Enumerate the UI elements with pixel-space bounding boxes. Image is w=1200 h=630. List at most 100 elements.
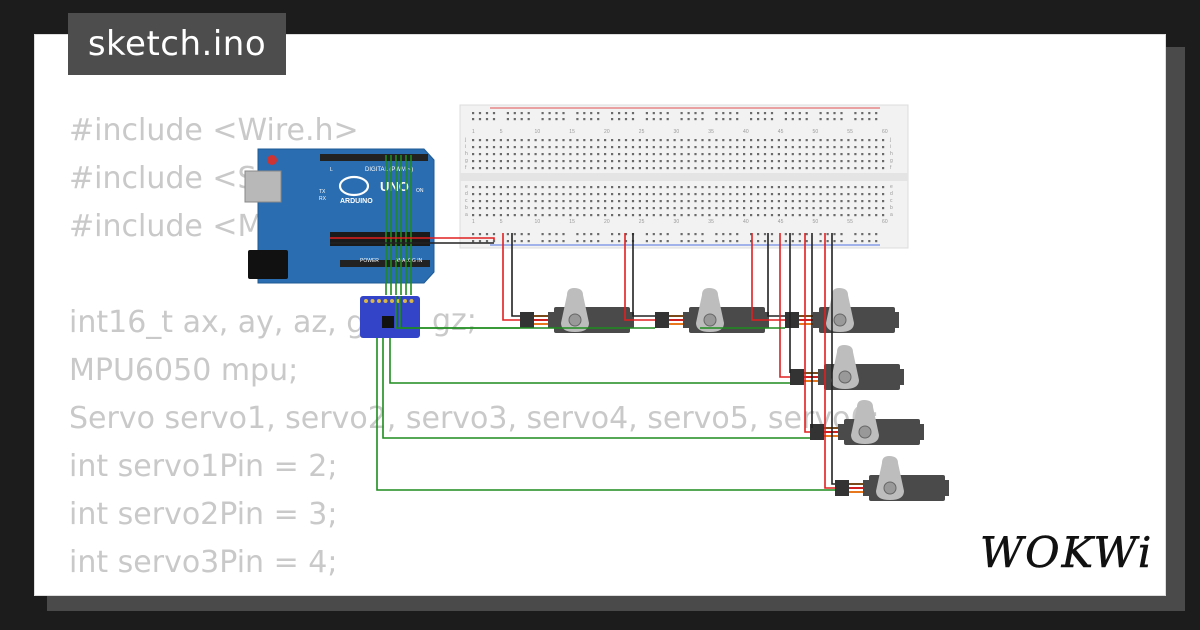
breadboard-hole bbox=[583, 193, 586, 196]
breadboard-hole bbox=[520, 160, 523, 163]
servo-motor bbox=[520, 288, 634, 333]
breadboard-hole bbox=[548, 139, 551, 142]
arduino-board bbox=[257, 148, 435, 284]
breadboard-hole bbox=[791, 146, 794, 149]
arduino-brand-label: ARDUINO bbox=[340, 198, 373, 205]
breadboard-hole bbox=[485, 153, 489, 156]
breadboard-hole bbox=[868, 214, 871, 217]
breadboard-hole bbox=[478, 193, 482, 196]
breadboard-hole bbox=[882, 160, 885, 163]
breadboard-hole bbox=[750, 160, 753, 163]
breadboard-hole bbox=[680, 146, 683, 149]
breadboard-hole bbox=[478, 240, 482, 243]
arduino-analog-label: ANALOG IN bbox=[395, 258, 423, 264]
breadboard-col-number: 1 bbox=[472, 219, 475, 225]
breadboard-hole bbox=[743, 200, 746, 203]
breadboard-hole bbox=[708, 167, 711, 170]
breadboard-hole bbox=[868, 139, 871, 142]
breadboard-hole bbox=[597, 186, 600, 189]
breadboard-hole bbox=[854, 118, 857, 121]
breadboard-col-number: 15 bbox=[569, 129, 575, 135]
breadboard-hole bbox=[611, 233, 614, 236]
breadboard-hole bbox=[715, 207, 718, 210]
breadboard-hole bbox=[687, 240, 690, 243]
breadboard-hole bbox=[527, 139, 530, 142]
breadboard-hole bbox=[659, 186, 662, 189]
breadboard-hole bbox=[506, 118, 509, 121]
wire bbox=[751, 233, 785, 321]
breadboard-hole bbox=[701, 167, 704, 170]
breadboard-hole bbox=[513, 233, 516, 236]
breadboard-hole bbox=[673, 167, 676, 170]
breadboard-hole bbox=[708, 214, 711, 217]
breadboard-hole bbox=[805, 233, 808, 236]
breadboard-hole bbox=[631, 112, 635, 115]
breadboard-hole bbox=[478, 186, 482, 189]
breadboard-hole bbox=[729, 207, 732, 210]
breadboard-hole bbox=[652, 118, 655, 121]
breadboard-col-number: 15 bbox=[569, 219, 575, 225]
breadboard-hole bbox=[576, 207, 579, 210]
breadboard-hole bbox=[666, 160, 669, 163]
breadboard-hole bbox=[583, 207, 586, 210]
breadboard-hole bbox=[485, 167, 489, 170]
breadboard-hole bbox=[701, 186, 704, 189]
breadboard-hole bbox=[604, 214, 607, 217]
breadboard-hole bbox=[770, 160, 774, 163]
code-line: int servo3Pin = 4; bbox=[69, 545, 338, 580]
breadboard-hole bbox=[631, 146, 635, 149]
filename-tab[interactable]: sketch.ino bbox=[68, 13, 286, 75]
breadboard-hole bbox=[583, 186, 586, 189]
breadboard-hole bbox=[604, 160, 607, 163]
breadboard-hole bbox=[645, 207, 648, 210]
breadboard-hole bbox=[569, 167, 572, 170]
arduino-led-label: RX bbox=[319, 196, 327, 202]
breadboard-hole bbox=[624, 118, 628, 121]
breadboard-hole bbox=[875, 146, 878, 149]
breadboard-hole bbox=[694, 160, 697, 163]
power-jack-icon bbox=[248, 250, 288, 279]
breadboard-hole bbox=[875, 193, 878, 196]
breadboard-hole bbox=[798, 153, 801, 156]
breadboard-hole bbox=[757, 240, 760, 243]
breadboard-hole bbox=[583, 200, 586, 203]
breadboard-hole bbox=[861, 233, 864, 236]
breadboard-hole bbox=[673, 200, 676, 203]
breadboard-hole bbox=[687, 186, 690, 189]
breadboard-hole bbox=[784, 153, 787, 156]
breadboard-hole bbox=[819, 207, 822, 210]
breadboard-hole bbox=[805, 160, 808, 163]
breadboard-hole bbox=[492, 167, 496, 170]
breadboard-hole bbox=[722, 186, 725, 189]
breadboard-hole bbox=[729, 146, 732, 149]
breadboard-col-number: 5 bbox=[500, 129, 503, 135]
breadboard-hole bbox=[590, 233, 593, 236]
breadboard-hole bbox=[812, 146, 815, 149]
breadboard-hole bbox=[555, 240, 558, 243]
breadboard-hole bbox=[708, 193, 711, 196]
breadboard-hole bbox=[618, 153, 621, 156]
breadboard-hole bbox=[757, 200, 760, 203]
breadboard-hole bbox=[701, 112, 704, 115]
breadboard-hole bbox=[590, 200, 593, 203]
breadboard-hole bbox=[833, 193, 836, 196]
breadboard-hole bbox=[638, 153, 641, 156]
breadboard-hole bbox=[757, 118, 760, 121]
breadboard-hole bbox=[645, 193, 648, 196]
breadboard-hole bbox=[485, 118, 489, 121]
breadboard-hole bbox=[826, 139, 829, 142]
breadboard-hole bbox=[652, 160, 655, 163]
breadboard-hole bbox=[666, 153, 669, 156]
wokwi-logo[interactable]: WOKWi bbox=[976, 525, 1150, 579]
breadboard-hole bbox=[472, 200, 475, 203]
breadboard-hole bbox=[791, 200, 794, 203]
breadboard-hole bbox=[791, 193, 794, 196]
breadboard-hole bbox=[736, 167, 739, 170]
breadboard-hole bbox=[624, 139, 628, 142]
breadboard-hole bbox=[569, 214, 572, 217]
breadboard-hole bbox=[798, 160, 801, 163]
breadboard-hole bbox=[770, 233, 774, 236]
breadboard-hole bbox=[882, 207, 885, 210]
wire bbox=[831, 233, 835, 485]
breadboard-hole bbox=[541, 139, 544, 142]
